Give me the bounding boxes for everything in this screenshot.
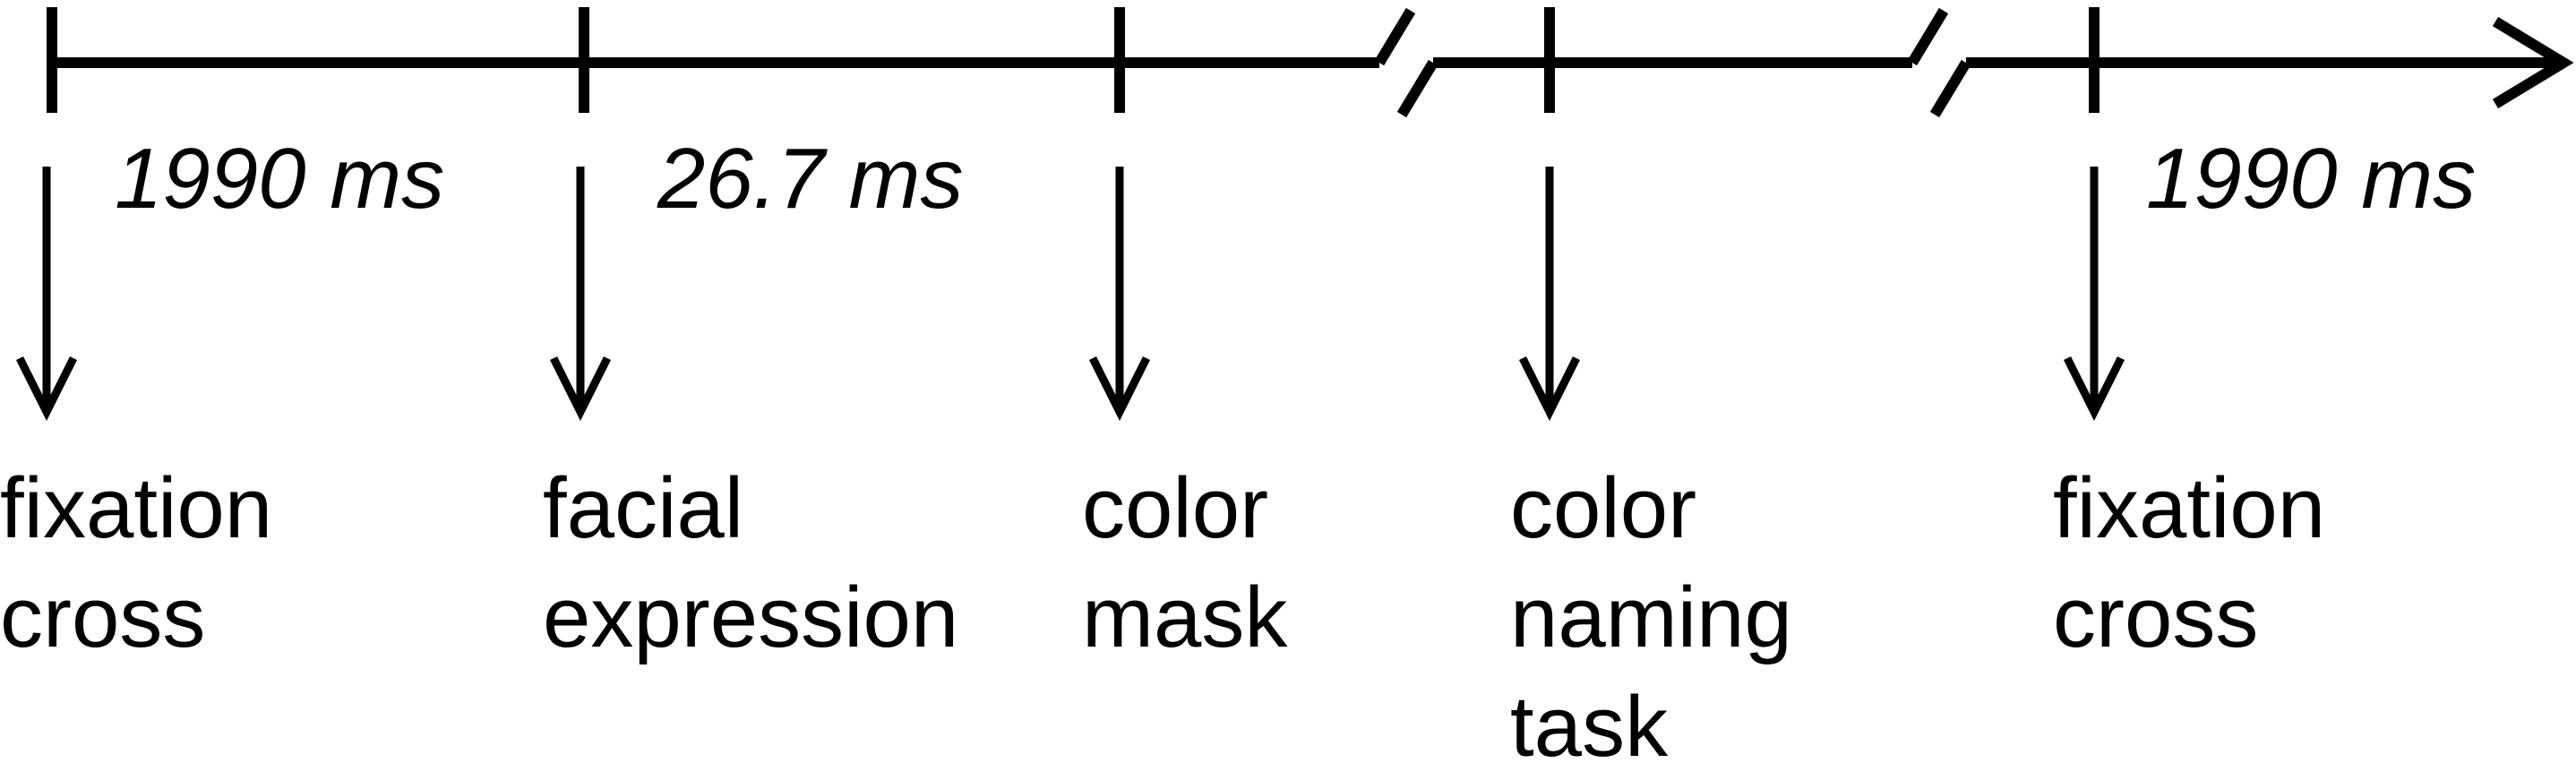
event-label-line: facial bbox=[543, 460, 743, 556]
event-label-line: fixation bbox=[0, 460, 272, 556]
event-label-line: fixation bbox=[2053, 460, 2325, 556]
event-label-line: color bbox=[1082, 460, 1268, 556]
event-label-line: expression bbox=[543, 570, 958, 665]
down-arrow-icon bbox=[1518, 167, 1581, 422]
event-label-line: mask bbox=[1082, 570, 1288, 665]
event-color-mask: color mask bbox=[1082, 460, 1288, 665]
event-fixation-cross-1: fixation cross bbox=[0, 460, 272, 665]
down-arrow-icon bbox=[15, 167, 78, 422]
down-arrows bbox=[15, 167, 2125, 422]
event-label-line: color bbox=[1510, 460, 1696, 556]
tick-marks bbox=[47, 7, 2099, 113]
event-facial-expression: facial expression bbox=[543, 460, 958, 665]
axis-arrowhead bbox=[2492, 16, 2574, 109]
down-arrow-icon bbox=[1088, 167, 1151, 422]
duration-label-3: 1990 ms bbox=[2146, 131, 2476, 227]
event-label-line: task bbox=[1510, 679, 1669, 763]
event-fixation-cross-2: fixation cross bbox=[2053, 460, 2325, 665]
event-label-line: cross bbox=[2053, 570, 2258, 665]
down-arrow-icon bbox=[2063, 167, 2125, 422]
event-color-naming-task: color naming task bbox=[1510, 460, 1792, 763]
axis-break-1 bbox=[1374, 7, 1438, 118]
event-label-line: cross bbox=[0, 570, 205, 665]
duration-label-1: 1990 ms bbox=[115, 131, 444, 227]
event-label-line: naming bbox=[1510, 570, 1792, 665]
duration-label-2: 26.7 ms bbox=[657, 131, 963, 227]
down-arrow-icon bbox=[549, 167, 612, 422]
axis-break-2 bbox=[1907, 7, 1971, 118]
